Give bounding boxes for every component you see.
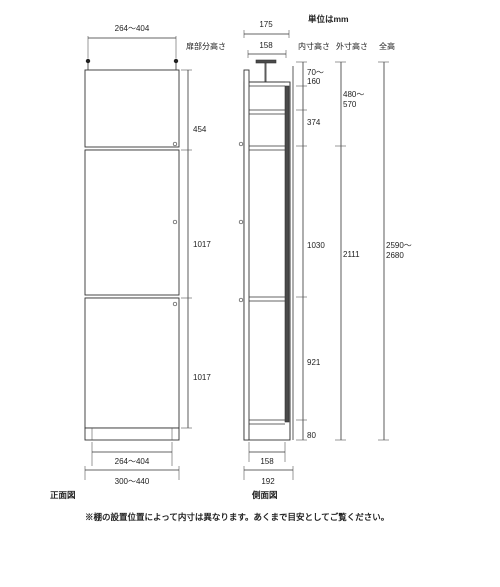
knob-icon (172, 301, 178, 307)
back-panel (284, 85, 290, 423)
total-height-range-a: 2590～ (386, 241, 412, 250)
side-body (243, 81, 291, 441)
front-section-header: 扉部分高さ (186, 41, 226, 51)
door-bottom (84, 297, 180, 429)
side-door-panel (243, 69, 250, 441)
disclaimer-note: ※棚の設置位置によって内寸は異なります。あくまで目安としてご覧ください。 (85, 512, 389, 522)
door-top (84, 69, 180, 148)
knob-icon (172, 141, 178, 147)
front-view: 264～404 扉部分高さ 454 1017 1017 (50, 24, 226, 500)
side-top-inner: 158 (259, 41, 273, 50)
door-middle (84, 149, 180, 296)
inner-height-2: 1030 (307, 241, 325, 250)
rod-cap-icon (85, 58, 91, 64)
inner-height-4: 80 (307, 431, 316, 440)
inner-height-1: 374 (307, 118, 321, 127)
front-view-label: 正面図 (50, 490, 76, 500)
side-top-outer: 175 (259, 20, 273, 29)
total-height-range-b: 2680 (386, 251, 404, 260)
door-height-bottom: 1017 (193, 373, 211, 382)
outer-top-range-a: 480～ (343, 90, 364, 99)
front-outer-width: 300～440 (115, 477, 150, 486)
knob-icon (172, 219, 178, 225)
outer-height-main: 2111 (343, 250, 360, 259)
side-view: 単位はmm 175 158 (238, 14, 412, 500)
hinge-icon (238, 297, 244, 303)
outer-top-range-b: 570 (343, 100, 357, 109)
front-top-width: 264～404 (115, 24, 150, 33)
inner-height-3: 921 (307, 358, 321, 367)
outer-height-header: 外寸高さ (336, 41, 368, 51)
door-height-top: 454 (193, 125, 207, 134)
tension-pole-plate (255, 59, 277, 64)
front-inner-width: 264～404 (115, 457, 150, 466)
base-plinth (84, 427, 180, 441)
rod-cap-icon (173, 58, 179, 64)
inner-top-range-b: 160 (307, 77, 321, 86)
side-bottom-inner: 158 (260, 457, 274, 466)
total-height-header: 全高 (379, 41, 395, 51)
side-view-label: 側面図 (251, 490, 278, 500)
door-height-middle: 1017 (193, 240, 211, 249)
side-bottom-outer: 192 (261, 477, 275, 486)
inner-height-header: 内寸高さ (298, 41, 330, 51)
inner-top-range-a: 70～ (307, 68, 324, 77)
hinge-icon (238, 141, 244, 147)
unit-label: 単位はmm (308, 14, 349, 24)
hinge-icon (238, 219, 244, 225)
